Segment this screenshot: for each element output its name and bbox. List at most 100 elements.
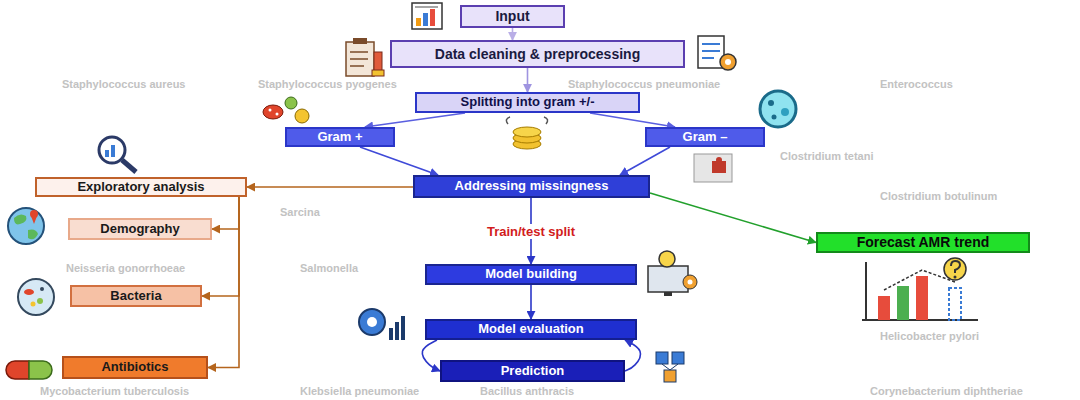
connector-arrow	[530, 285, 532, 319]
connector-arrow	[650, 193, 816, 243]
watermark-label: Salmonella	[300, 262, 358, 275]
process-box: Addressing missingness	[413, 175, 650, 198]
magnifier-icon	[105, 150, 109, 157]
gram-negative-icon	[760, 91, 796, 127]
petri-icon	[24, 289, 34, 295]
node-text: Model building	[485, 267, 577, 282]
cleaning-icon	[353, 38, 367, 44]
model-icon	[664, 292, 672, 296]
model-icon	[688, 280, 693, 285]
process-box: Splitting into gram +/-	[415, 92, 640, 113]
gram-negative-icon	[768, 100, 774, 106]
puzzle-icon	[716, 157, 722, 163]
forecast-chart-icon	[944, 258, 966, 280]
cleaning-icon	[372, 70, 384, 76]
watermark-label: Bacillus anthracis	[480, 385, 574, 398]
gram-negative-icon	[760, 91, 796, 127]
input-icon	[416, 18, 421, 26]
node-text: Prediction	[501, 364, 565, 379]
watermark-label: Staphylococcus aureus	[62, 78, 186, 91]
connector-arrow	[247, 186, 413, 188]
cleaning-icon	[374, 52, 382, 72]
input-icon	[423, 13, 428, 26]
gram-box: Gram –	[645, 127, 765, 147]
model-icon	[659, 251, 675, 267]
forecast-chart-icon	[878, 296, 890, 320]
capsule-icon	[29, 361, 52, 379]
gram-negative-icon	[772, 115, 777, 120]
evaluation-icon	[401, 316, 405, 340]
connector-arrow	[208, 197, 239, 368]
analysis-box: Exploratory analysis	[35, 177, 247, 197]
evaluation-icon	[359, 309, 405, 340]
node-text: Gram +	[317, 130, 362, 145]
evaluation-icon	[359, 309, 385, 335]
node-text: Antibiotics	[101, 360, 168, 375]
coins-icon	[544, 117, 548, 124]
petri-icon	[18, 279, 54, 315]
watermark-label: Mycobacterium tuberculosis	[40, 385, 189, 398]
forecast-box: Forecast AMR trend	[816, 232, 1030, 253]
model-icon	[683, 275, 697, 289]
globe-icon	[14, 214, 26, 224]
node-text: Forecast AMR trend	[857, 234, 990, 250]
analysis-box: Bacteria	[70, 285, 202, 307]
forecast-chart-icon	[951, 261, 960, 273]
magnifier-icon	[99, 137, 136, 172]
node-text: Data cleaning & preprocessing	[435, 46, 640, 62]
magnifier-icon	[111, 145, 115, 157]
capsule-icon	[6, 361, 29, 379]
connector-arrow	[590, 113, 675, 127]
cleaning-icon	[350, 51, 368, 53]
globe-icon	[31, 216, 37, 224]
process-box: Model building	[425, 264, 637, 285]
connector-arrow	[202, 197, 239, 296]
prediction-icon	[656, 352, 684, 382]
connector-arrow	[527, 68, 529, 92]
prediction-icon	[656, 352, 668, 364]
node-text: Exploratory analysis	[77, 180, 204, 195]
input-icon	[412, 3, 442, 29]
node-text: Model evaluation	[478, 322, 583, 337]
cleaning-icon	[346, 42, 374, 76]
node-text: Addressing missingness	[455, 179, 609, 194]
cleaning-icon	[350, 58, 368, 60]
coins-icon	[506, 117, 510, 124]
node-text: Gram –	[683, 130, 728, 145]
process-box: Data cleaning & preprocessing	[390, 40, 685, 68]
watermark-label: Clostridium botulinum	[880, 190, 997, 203]
globe-icon	[8, 208, 44, 244]
evaluation-icon	[389, 328, 393, 340]
watermark-label: Staphylococcus pyogenes	[258, 78, 397, 91]
prediction-icon	[672, 352, 684, 364]
petri-icon	[40, 287, 44, 291]
puzzle-icon	[694, 154, 732, 182]
preprocessing-icon	[702, 43, 720, 45]
watermark-label: Klebsiella pneumoniae	[300, 385, 419, 398]
preprocessing-icon	[725, 59, 731, 65]
petri-icon	[18, 279, 54, 315]
watermark-label: Neisseria gonorrhoeae	[66, 262, 185, 275]
connector-arrow	[620, 147, 670, 175]
bacteria-icon	[269, 109, 272, 112]
bacteria-icon	[285, 97, 297, 109]
input-icon	[415, 6, 438, 8]
puzzle-icon	[694, 154, 732, 182]
preprocessing-icon	[702, 57, 714, 59]
input-icon	[412, 3, 442, 29]
watermark-label: Sarcina	[280, 206, 320, 219]
watermark-label: Enterococcus	[880, 78, 953, 91]
node-text: Splitting into gram +/-	[461, 95, 595, 110]
magnifier-icon	[122, 160, 136, 172]
input-icon	[430, 9, 435, 26]
node-text: Input	[495, 8, 529, 24]
process-box: Prediction	[440, 360, 625, 382]
bacteria-icon	[276, 113, 279, 116]
cleaning-icon	[350, 65, 364, 67]
analysis-box: Antibiotics	[62, 356, 208, 379]
edge-label: Train/test split	[484, 224, 578, 239]
connector-arrow	[212, 197, 239, 229]
petri-icon	[31, 302, 36, 307]
prediction-icon	[662, 364, 670, 370]
evaluation-icon	[395, 322, 399, 340]
